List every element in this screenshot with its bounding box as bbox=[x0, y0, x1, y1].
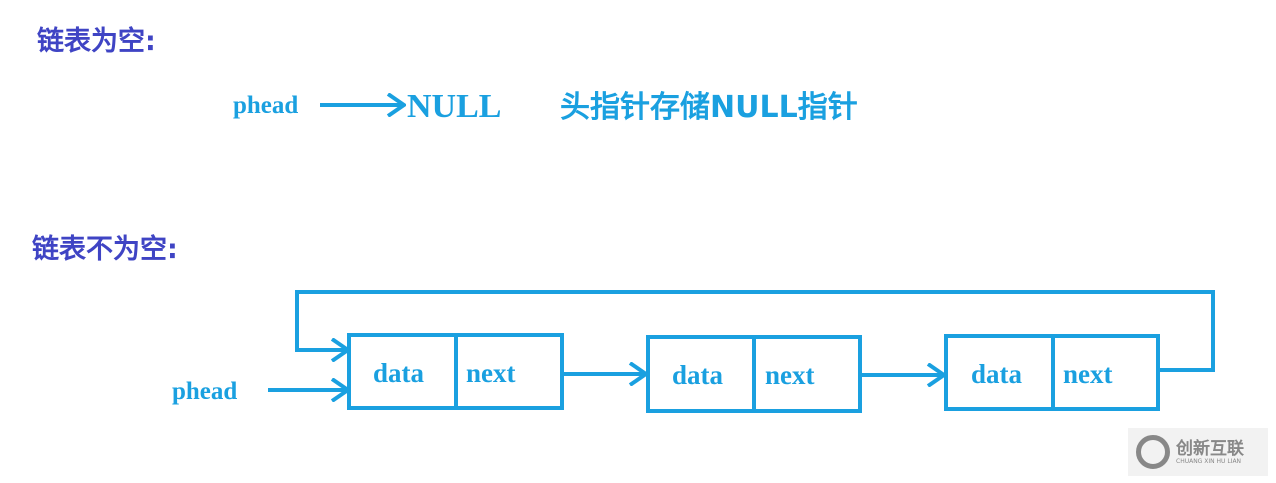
node-next: next bbox=[1063, 359, 1113, 389]
node-data: data bbox=[373, 358, 425, 388]
watermark-name: 创新互联 bbox=[1176, 438, 1244, 459]
nonempty-heading: 链表不为空: bbox=[32, 233, 178, 265]
watermark: 创新互联 CHUANG XIN HU LIAN bbox=[1128, 428, 1268, 476]
null-label: NULL bbox=[407, 88, 501, 125]
empty-heading: 链表为空: bbox=[37, 25, 156, 57]
watermark-sub: CHUANG XIN HU LIAN bbox=[1176, 457, 1242, 465]
node-1: data next bbox=[347, 333, 564, 410]
node-2: data next bbox=[646, 335, 862, 413]
node-next: next bbox=[466, 358, 516, 388]
phead-label: phead bbox=[172, 378, 237, 405]
node-3: data next bbox=[944, 334, 1160, 411]
phead-label-empty: phead bbox=[233, 92, 298, 119]
node-data: data bbox=[672, 360, 724, 390]
node-data: data bbox=[971, 359, 1023, 389]
null-note: 头指针存储NULL指针 bbox=[560, 90, 858, 125]
node-next: next bbox=[765, 360, 815, 390]
watermark-logo-icon bbox=[1136, 435, 1170, 469]
circular-link-arrow bbox=[295, 290, 1215, 372]
